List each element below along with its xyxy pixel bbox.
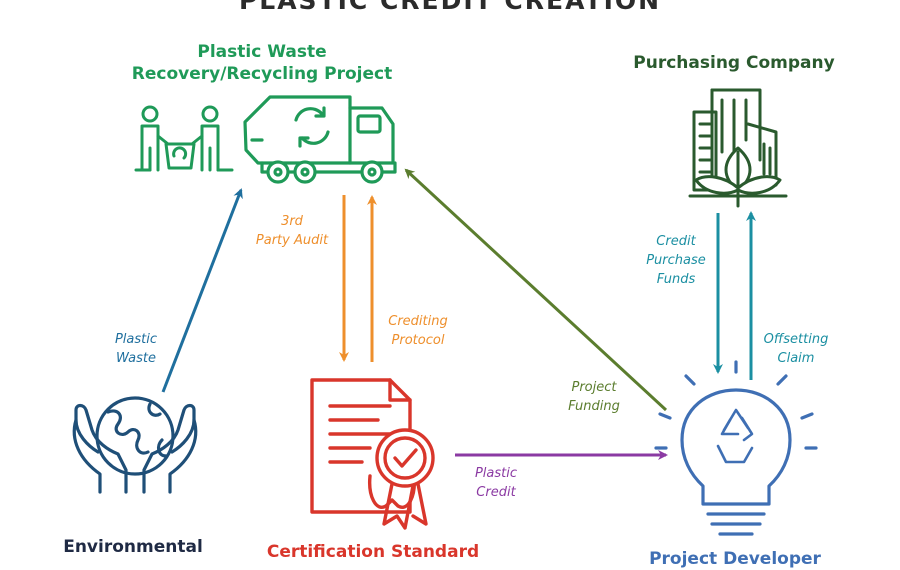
plastic-waste-arrow [161,188,243,393]
project-title: Plastic Waste Recovery/Recycling Project [110,41,414,85]
audit-label-line2: Party Audit [255,233,329,248]
lightbulb-recycle-icon [654,360,818,536]
funding-arrow [404,168,668,412]
garbage-truck-icon [243,95,397,184]
project-title-line1: Plastic Waste [197,42,327,62]
purchase-label-line1: Credit [656,234,696,249]
company-title: Purchasing Company [633,53,835,73]
people-recycling-icon [134,105,234,172]
audit-label-line1: 3rd [281,214,303,229]
city-leaves-icon [688,88,788,208]
protocol-label: Crediting Protocol [378,312,458,350]
audit-label: 3rd Party Audit [246,212,338,250]
credit-label-line2: Credit [476,485,516,500]
project-title-line2: Recovery/Recycling Project [131,64,393,84]
purchase-label-line2: Purchase [646,253,706,268]
offset-label: Offsetting Claim [754,330,838,368]
offset-label-line1: Offsetting [763,332,829,347]
page-title: PLASTIC CREDIT CREATION [238,0,662,15]
credit-label-line1: Plastic [474,466,518,481]
certification-title: Certification Standard [266,542,480,562]
protocol-label-line2: Protocol [391,333,445,348]
purchase-label-line3: Funds [656,272,696,287]
funding-label-line1: Project [571,380,617,395]
waste-label-line2: Waste [116,351,156,366]
credit-label: Plastic Credit [460,464,532,502]
environment-title: Environmental [63,537,203,557]
globe-hands-icon [72,396,198,494]
protocol-label-line1: Crediting [388,314,448,329]
waste-label: Plastic Waste [100,330,172,368]
certificate-icon [310,378,435,530]
offset-label-line2: Claim [777,351,815,366]
funding-label: Project Funding [554,378,634,416]
waste-label-line1: Plastic [114,332,158,347]
purchase-label: Credit Purchase Funds [638,232,714,289]
funding-label-line2: Funding [568,399,620,414]
developer-title: Project Developer [649,549,821,569]
